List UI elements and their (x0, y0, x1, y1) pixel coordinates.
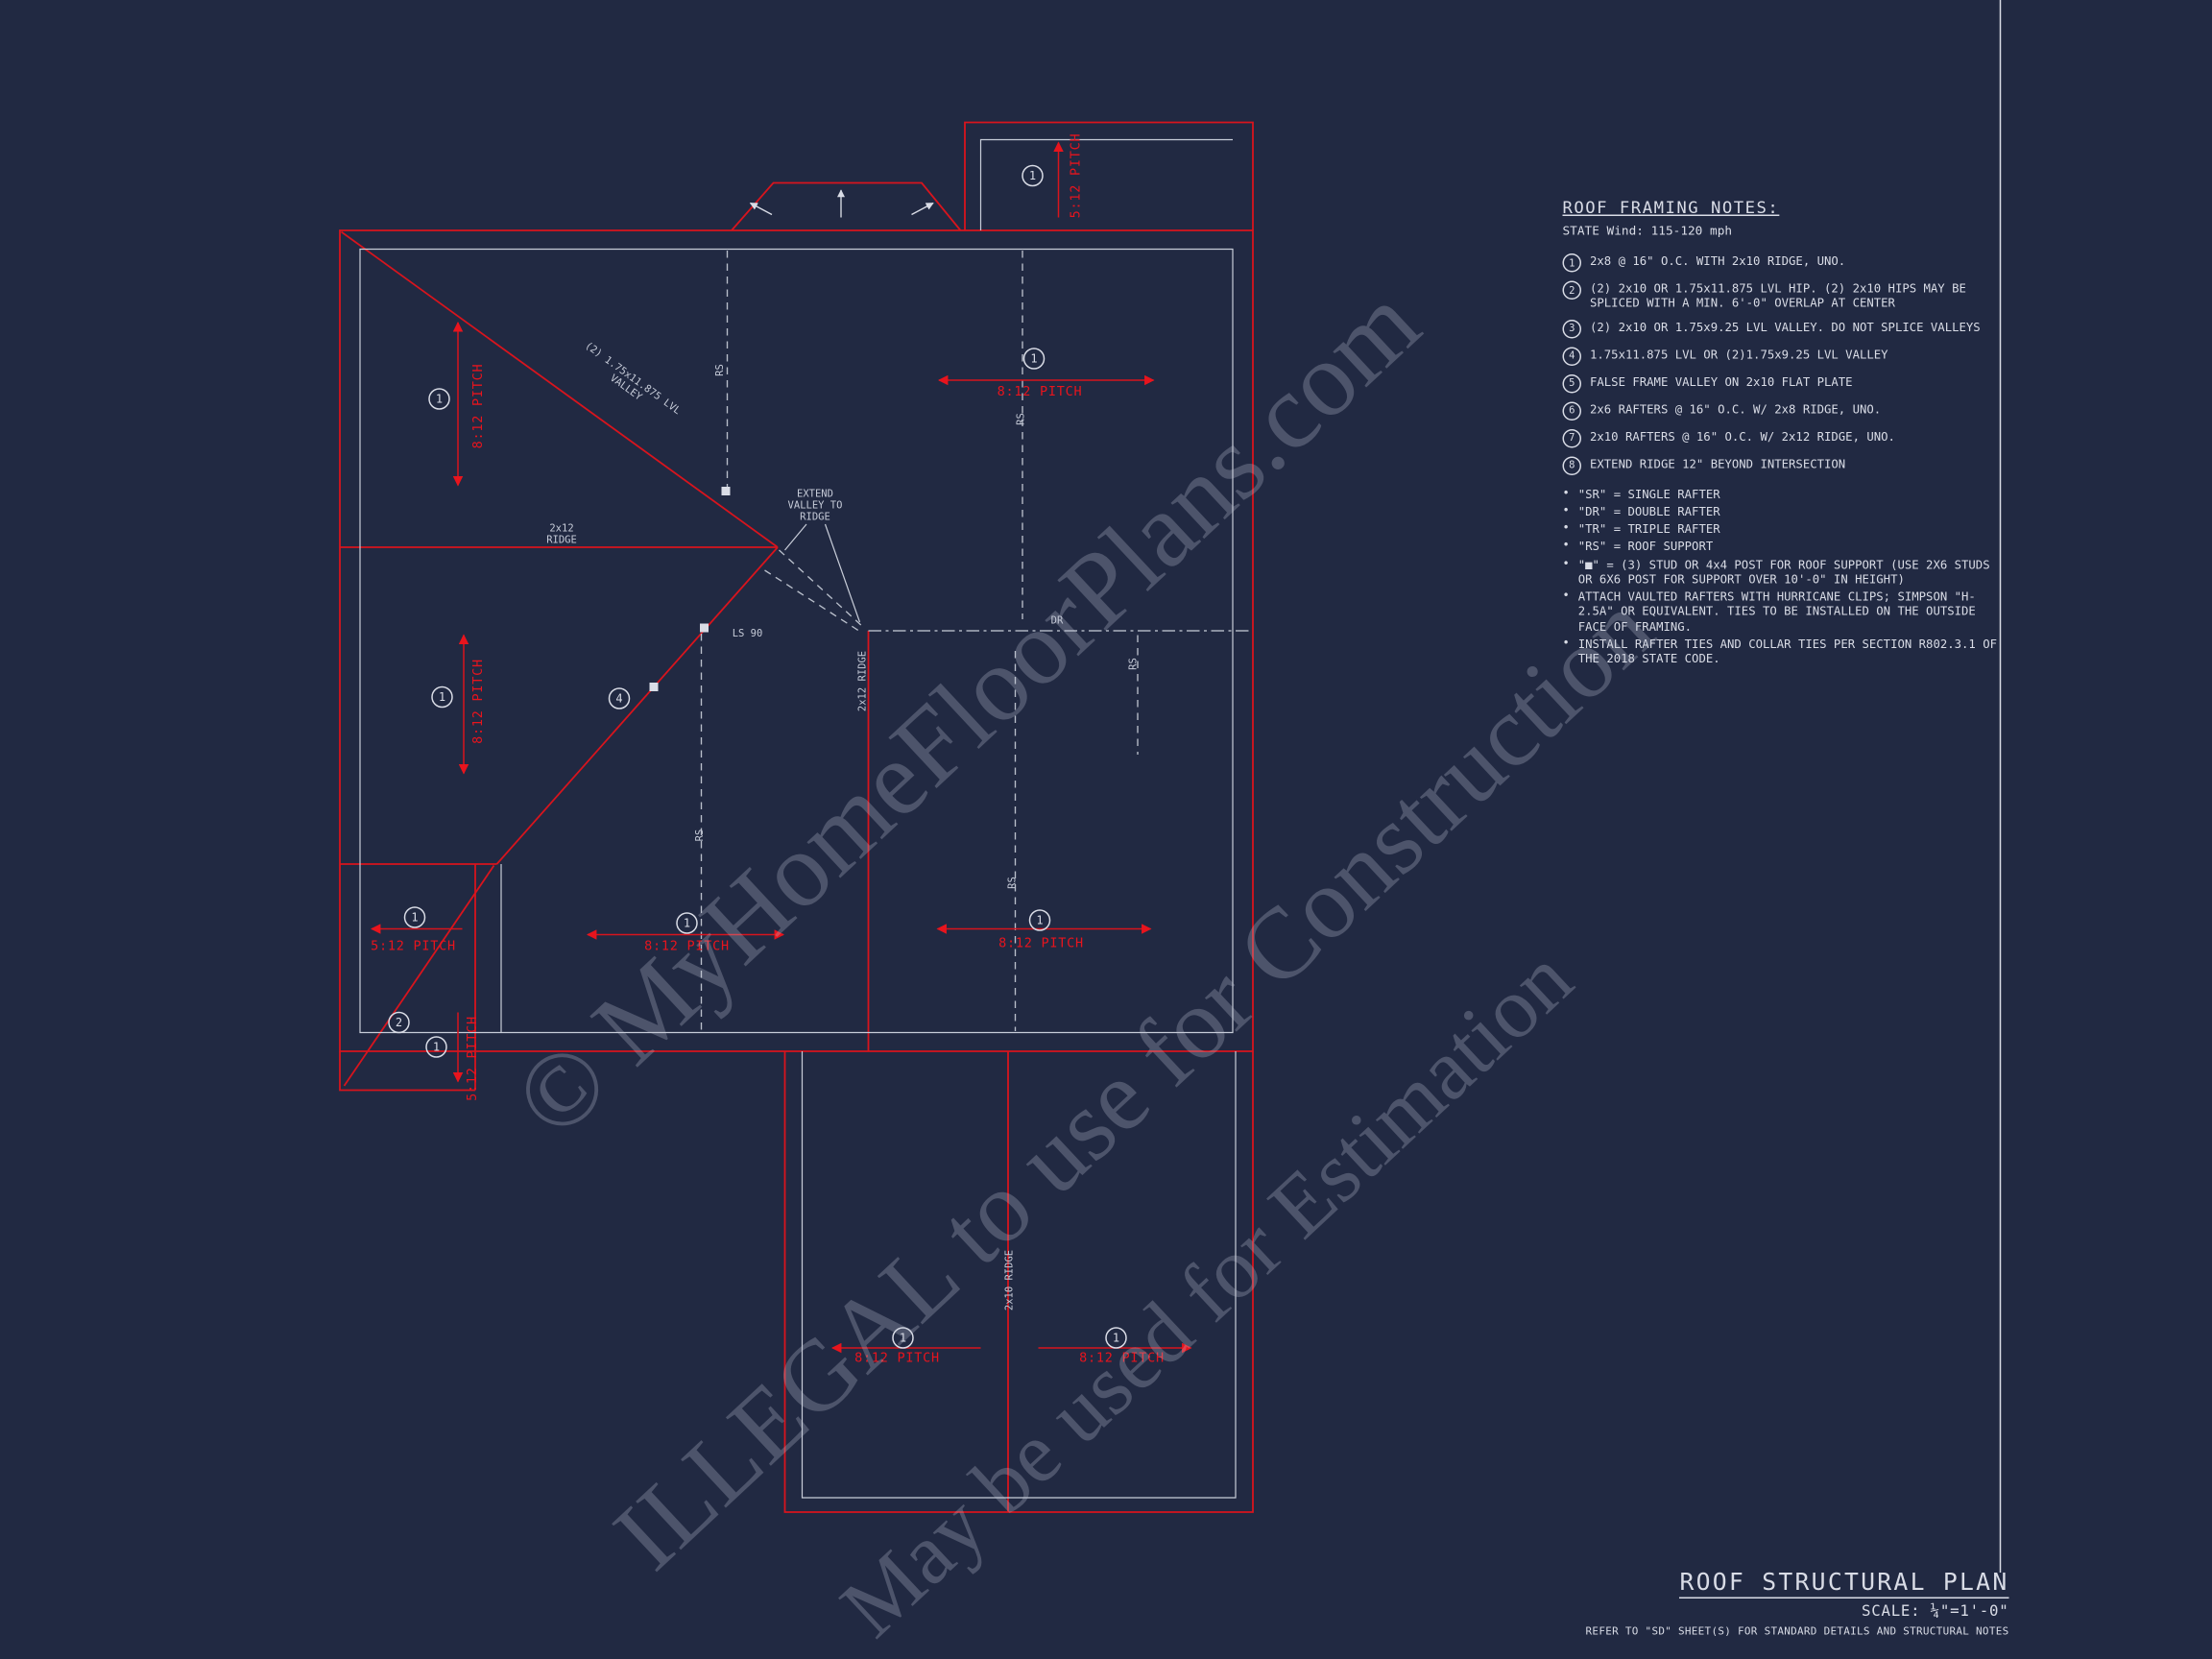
note-text: 1.75x11.875 LVL OR (2)1.75x9.25 LVL VALL… (1590, 346, 1888, 361)
note-number-bubble: 2 (1562, 280, 1581, 300)
note-item: 4 1.75x11.875 LVL OR (2)1.75x9.25 LVL VA… (1562, 346, 2003, 366)
ridge-2x12-line1: 2x12 (549, 522, 574, 535)
note-item: 5 FALSE FRAME VALLEY ON 2x10 FLAT PLATE (1562, 373, 2003, 393)
note-item: 1 2x8 @ 16" O.C. WITH 2x10 RIDGE, UNO. (1562, 253, 2003, 273)
bullet-text: "■" = (3) STUD OR 4x4 POST FOR ROOF SUPP… (1577, 556, 1990, 587)
pitch-label-812-rear-right: 8:12 PITCH (1079, 1352, 1165, 1367)
keynote-bubble-1: 1 (431, 685, 453, 709)
keynote-bubble-1: 1 (1022, 164, 1044, 187)
note-text: (2) 2x10 OR 1.75x9.25 LVL VALLEY. DO NOT… (1590, 319, 1981, 334)
bullet-item: INSTALL RAFTER TIES AND COLLAR TIES PER … (1563, 637, 2003, 666)
pitch-label-512-wing: 5:12 PITCH (1070, 132, 1085, 219)
rs-label: RS (713, 364, 726, 376)
pitch-label-512-wing-down: 5:12 PITCH (466, 1016, 481, 1101)
keynote-bubble-1: 1 (676, 912, 698, 934)
bullet-item: "RS" = ROOF SUPPORT (1563, 539, 2003, 553)
bullet-text: INSTALL RAFTER TIES AND COLLAR TIES PER … (1577, 636, 1998, 665)
title-block: ROOF STRUCTURAL PLAN SCALE: ¼"=1'-0" REF… (1586, 1569, 2009, 1638)
roof-inner-lines (359, 138, 1237, 1499)
note-number-bubble: 5 (1562, 373, 1581, 393)
keynote-bubble-1: 1 (1022, 348, 1046, 370)
roof-framing-notes: ROOF FRAMING NOTES: STATE Wind: 115-120 … (1562, 197, 2003, 669)
note-text: EXTEND RIDGE 12" BEYOND INTERSECTION (1590, 455, 1846, 470)
pitch-label-812-upper-right: 8:12 PITCH (997, 385, 1083, 400)
bullet-item: "■" = (3) STUD OR 4x4 POST FOR ROOF SUPP… (1563, 557, 2003, 587)
sheet-title: ROOF STRUCTURAL PLAN (1679, 1569, 2009, 1599)
ridge-2x10-label: 2x10 RIDGE (1003, 1249, 1016, 1311)
keynote-bubble-4: 4 (608, 687, 631, 709)
note-number-bubble: 7 (1562, 428, 1581, 447)
keynote-bubble-1: 1 (403, 906, 426, 928)
rs-label: RS (1127, 658, 1140, 670)
keynote-bubble-2: 2 (388, 1011, 410, 1034)
keynote-bubble-1: 1 (428, 388, 450, 410)
sheet-scale: SCALE: ¼"=1'-0" (1862, 1602, 2009, 1621)
note-number-bubble: 1 (1562, 253, 1581, 273)
bullet-item: "TR" = TRIPLE RAFTER (1563, 521, 2003, 536)
pitch-label-812-bottom-left: 8:12 PITCH (644, 940, 730, 955)
keynote-bubble-1: 1 (425, 1036, 447, 1058)
note-text: 2x10 RAFTERS @ 16" O.C. W/ 2x12 RIDGE, U… (1590, 428, 1895, 444)
note-text: FALSE FRAME VALLEY ON 2x10 FLAT PLATE (1590, 373, 1853, 389)
pitch-label-812-rear-left: 8:12 PITCH (854, 1352, 940, 1367)
roof-outline-red (339, 121, 1254, 1513)
bullet-item: "SR" = SINGLE RAFTER (1563, 486, 2003, 500)
rs-label: RS (1006, 877, 1019, 889)
keynote-bubble-1: 1 (1105, 1327, 1127, 1349)
bullet-text: "TR" = TRIPLE RAFTER (1577, 521, 1720, 536)
rs-label: RS (693, 829, 706, 842)
bullet-item: ATTACH VAULTED RAFTERS WITH HURRICANE CL… (1563, 589, 2003, 634)
note-text: 2x6 RAFTERS @ 16" O.C. W/ 2x8 RIDGE, UNO… (1590, 400, 1882, 416)
sheet-reference-note: REFER TO "SD" SHEET(S) FOR STANDARD DETA… (1585, 1624, 2009, 1638)
note-item: 3 (2) 2x10 OR 1.75x9.25 LVL VALLEY. DO N… (1562, 319, 2003, 338)
dormer-arrows (749, 189, 934, 218)
note-item: 2 (2) 2x10 OR 1.75x11.875 LVL HIP. (2) 2… (1562, 280, 2003, 311)
bullet-text: "RS" = ROOF SUPPORT (1577, 539, 1714, 554)
note-text: (2) 2x10 OR 1.75x11.875 LVL HIP. (2) 2x1… (1590, 280, 1966, 310)
ridge-2x12-label: 2x12 RIDGE (546, 522, 577, 545)
extend-valley-note: EXTEND VALLEY TO RIDGE (788, 488, 843, 522)
pitch-label-512-wing-left: 5:12 PITCH (371, 940, 456, 955)
pitch-label-812-mid-left: 8:12 PITCH (471, 659, 487, 744)
note-number-bubble: 8 (1562, 455, 1581, 475)
ridge-2x12-vertical-label: 2x12 RIDGE (856, 650, 869, 712)
note-number-bubble: 4 (1562, 346, 1581, 366)
pitch-label-812-upper-left: 8:12 PITCH (471, 363, 487, 449)
note-number-bubble: 3 (1562, 319, 1581, 338)
notes-bullet-list: "SR" = SINGLE RAFTER "DR" = DOUBLE RAFTE… (1563, 486, 2003, 665)
note-item: 6 2x6 RAFTERS @ 16" O.C. W/ 2x8 RIDGE, U… (1562, 400, 2003, 421)
rs-label: RS (1015, 413, 1027, 425)
note-number-bubble: 6 (1562, 400, 1581, 421)
note-item: 8 EXTEND RIDGE 12" BEYOND INTERSECTION (1562, 455, 2003, 475)
extend-line1: EXTEND (797, 488, 833, 500)
note-text: 2x8 @ 16" O.C. WITH 2x10 RIDGE, UNO. (1590, 253, 1846, 268)
notes-subtitle: STATE Wind: 115-120 mph (1562, 225, 1733, 239)
bullet-text: "SR" = SINGLE RAFTER (1577, 486, 1720, 501)
notes-title: ROOF FRAMING NOTES: (1562, 197, 1780, 218)
ls90-label: LS 90 (732, 627, 763, 639)
bullet-text: "DR" = DOUBLE RAFTER (1577, 503, 1720, 518)
extend-line2: VALLEY TO (787, 499, 843, 512)
bullet-text: ATTACH VAULTED RAFTERS WITH HURRICANE CL… (1577, 589, 1976, 634)
keynote-bubble-1: 1 (892, 1327, 914, 1349)
pitch-label-812-bottom-right: 8:12 PITCH (998, 937, 1084, 952)
dr-label: DR (1050, 614, 1064, 627)
keynote-bubble-1: 1 (1028, 909, 1051, 931)
pitch-arrows (370, 141, 1192, 1354)
ridge-2x12-line2: RIDGE (546, 534, 577, 546)
note-item: 7 2x10 RAFTERS @ 16" O.C. W/ 2x12 RIDGE,… (1562, 428, 2003, 447)
extend-line3: RIDGE (800, 511, 830, 523)
bullet-item: "DR" = DOUBLE RAFTER (1563, 504, 2003, 518)
dashed-support-lines (700, 251, 1139, 1031)
roof-support-post-markers (649, 487, 731, 691)
